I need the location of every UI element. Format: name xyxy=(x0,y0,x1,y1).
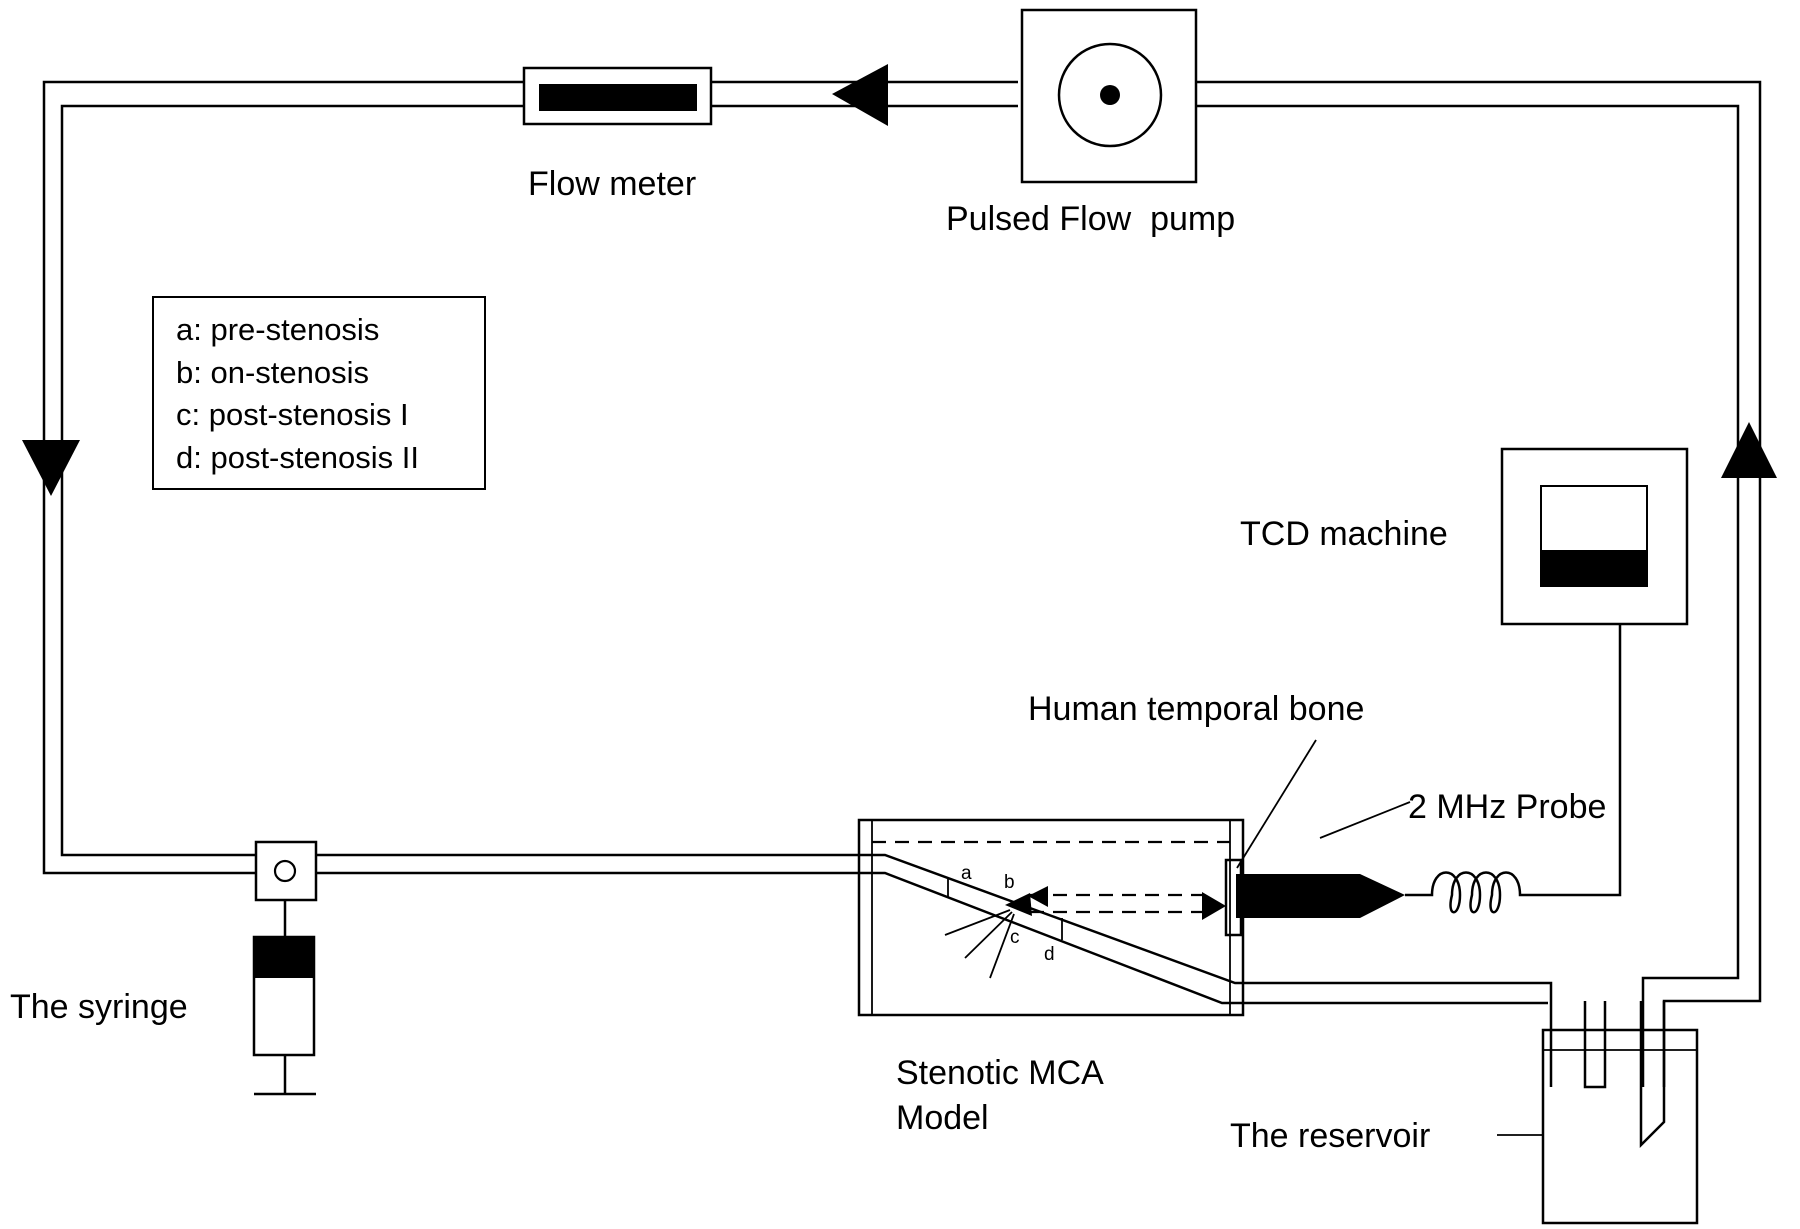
reservoir-label: The reservoir xyxy=(1230,1117,1430,1155)
reservoir-pipes xyxy=(1583,1001,1666,1149)
legend-item-d: d: post-stenosis II xyxy=(176,440,419,475)
syringe-plunger-head xyxy=(254,937,314,978)
legend-item-c: c: post-stenosis I xyxy=(176,397,409,432)
marker-b: b xyxy=(1004,872,1015,893)
stenosis-icon xyxy=(1005,893,1032,916)
syringe-label: The syringe xyxy=(10,988,188,1026)
marker-a: a xyxy=(961,863,972,884)
probe-cable xyxy=(1532,624,1622,897)
temporal-bone-pointer xyxy=(1236,739,1317,869)
stenotic-mca-model xyxy=(857,818,1245,1017)
legend-item-b: b: on-stenosis xyxy=(176,355,369,390)
flow-arrow-left-icon xyxy=(22,440,80,496)
temporal-bone xyxy=(1224,858,1243,937)
beam-arrow-reverse-icon xyxy=(1028,886,1048,907)
pump-rotor-icon xyxy=(1100,85,1120,105)
legend-box xyxy=(152,296,486,490)
marker-c: c xyxy=(1010,927,1020,948)
marker-d: d xyxy=(1044,944,1055,965)
legend-item-a: a: pre-stenosis xyxy=(176,312,379,347)
probe-coil-icon xyxy=(1405,871,1532,914)
flow-meter xyxy=(522,66,713,126)
model-label-line1: Stenotic MCA xyxy=(896,1054,1104,1092)
reservoir xyxy=(1541,1028,1699,1225)
legend: a: pre-stenosis b: on-stenosis c: post-s… xyxy=(152,296,486,490)
tcd-machine-label: TCD machine xyxy=(1240,515,1448,553)
flow-meter-label: Flow meter xyxy=(528,165,696,203)
flow-arrow-top-icon xyxy=(832,64,888,126)
pump-label: Pulsed Flow pump xyxy=(946,200,1235,238)
tcd-probe xyxy=(1236,871,1532,918)
flow-arrow-right-icon xyxy=(1721,422,1777,478)
probe-pointer xyxy=(1319,801,1411,839)
syringe xyxy=(252,840,318,1096)
tcd-machine xyxy=(1500,447,1689,626)
pulsed-flow-pump xyxy=(1020,8,1198,184)
beam-arrow-icon xyxy=(1202,892,1226,920)
temporal-bone-label: Human temporal bone xyxy=(1028,690,1364,728)
probe-label: 2 MHz Probe xyxy=(1408,788,1606,826)
tcd-screen-display xyxy=(1541,550,1647,586)
model-label-line2: Model xyxy=(896,1099,989,1137)
